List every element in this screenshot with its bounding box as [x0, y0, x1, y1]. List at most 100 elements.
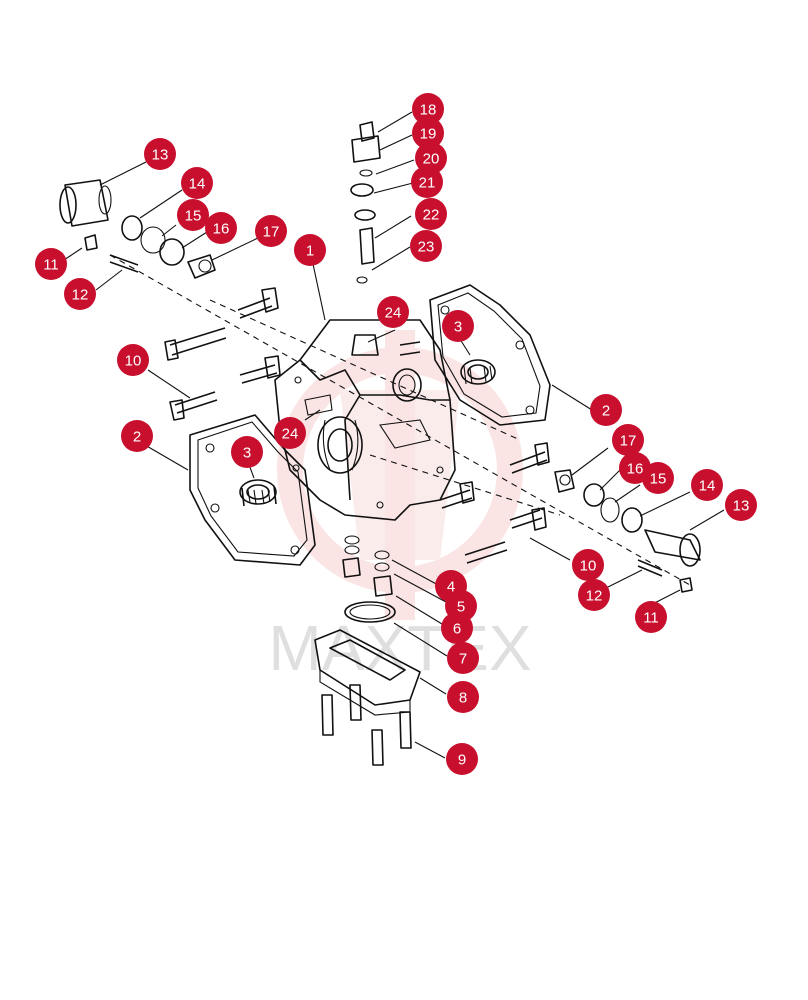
watermark-text: MAXTEX	[268, 612, 531, 684]
callout-number: 10	[125, 353, 142, 370]
callout-circle	[691, 469, 723, 501]
left-valve-assembly	[59, 179, 216, 279]
callout-circle	[725, 489, 757, 521]
callout-circle	[121, 420, 153, 452]
callout-17: 17	[612, 424, 644, 456]
callout-17: 17	[255, 215, 287, 247]
callout-24: 24	[377, 296, 409, 328]
callout-circle	[410, 230, 442, 262]
callout-circle	[446, 743, 478, 775]
callout-circle	[447, 642, 479, 674]
callout-circle	[377, 296, 409, 328]
callout-circle	[572, 549, 604, 581]
callout-10: 10	[572, 549, 604, 581]
callout-6: 6	[441, 612, 473, 644]
callout-number: 19	[420, 126, 437, 143]
callout-number: 5	[457, 599, 465, 616]
callout-number: 17	[263, 224, 280, 241]
callout-16: 16	[205, 212, 237, 244]
callout-3: 3	[231, 436, 263, 468]
callout-circle	[447, 681, 479, 713]
callout-number: 10	[580, 558, 597, 575]
callout-9: 9	[446, 743, 478, 775]
callout-circle	[412, 93, 444, 125]
callout-14: 14	[691, 469, 723, 501]
callout-19: 19	[412, 117, 444, 149]
callout-number: 14	[189, 176, 206, 193]
assembly-axes	[109, 254, 691, 586]
callout-bubbles: 1223345678910101111121213131414151516161…	[35, 93, 757, 775]
callout-number: 18	[420, 102, 437, 119]
callout-number: 11	[643, 610, 659, 627]
callout-number: 11	[43, 257, 59, 274]
callout-number: 22	[423, 207, 440, 224]
top-valve-stack	[350, 121, 381, 284]
bottom-plate-assembly	[314, 535, 421, 766]
callout-number: 2	[133, 429, 141, 446]
callout-number: 3	[243, 445, 251, 462]
callout-number: 24	[282, 426, 299, 443]
callout-circle	[619, 452, 651, 484]
callout-13: 13	[725, 489, 757, 521]
callout-circle	[415, 198, 447, 230]
callout-circle	[442, 310, 474, 342]
callout-number: 9	[458, 752, 466, 769]
callout-number: 15	[185, 208, 202, 225]
callout-11: 11	[635, 601, 667, 633]
callout-2: 2	[590, 394, 622, 426]
callout-18: 18	[412, 93, 444, 125]
callout-24: 24	[274, 417, 306, 449]
left-bushing	[239, 479, 277, 507]
callout-circle	[231, 436, 263, 468]
callout-circle	[578, 579, 610, 611]
right-valve-assembly	[554, 469, 701, 593]
callout-circle	[64, 278, 96, 310]
callout-number: 7	[459, 651, 467, 668]
callout-circle	[294, 234, 326, 266]
callout-circle	[412, 117, 444, 149]
callout-number: 16	[213, 221, 230, 238]
callout-circle	[177, 199, 209, 231]
callout-circle	[205, 212, 237, 244]
callout-number: 16	[627, 461, 644, 478]
callout-14: 14	[181, 167, 213, 199]
callout-number: 2	[602, 403, 610, 420]
callout-10: 10	[117, 344, 149, 376]
callout-13: 13	[144, 138, 176, 170]
callout-number: 12	[72, 287, 89, 304]
leader-lines	[63, 111, 725, 759]
callout-circle	[117, 344, 149, 376]
callout-11: 11	[35, 248, 67, 280]
callout-12: 12	[64, 278, 96, 310]
callout-number: 20	[423, 151, 440, 168]
callout-number: 13	[152, 147, 169, 164]
callout-circle	[274, 417, 306, 449]
callout-23: 23	[410, 230, 442, 262]
callout-15: 15	[177, 199, 209, 231]
callout-21: 21	[411, 166, 443, 198]
callout-circle	[411, 166, 443, 198]
callout-22: 22	[415, 198, 447, 230]
bolts-10	[164, 287, 550, 564]
callout-number: 6	[453, 621, 461, 638]
callout-number: 3	[454, 319, 462, 336]
callout-number: 23	[418, 239, 435, 256]
watermark-logo	[277, 330, 523, 620]
callout-circle	[255, 215, 287, 247]
right-gasket	[429, 284, 551, 426]
callout-number: 13	[733, 498, 750, 515]
callout-number: 17	[620, 433, 637, 450]
callout-circle	[144, 138, 176, 170]
callout-number: 1	[306, 243, 314, 260]
callout-7: 7	[447, 642, 479, 674]
callout-12: 12	[578, 579, 610, 611]
callout-number: 4	[447, 579, 455, 596]
right-bushing	[460, 359, 496, 385]
callout-3: 3	[442, 310, 474, 342]
callout-number: 12	[586, 588, 603, 605]
callout-8: 8	[447, 681, 479, 713]
left-gasket	[189, 414, 316, 566]
callout-1: 1	[294, 234, 326, 266]
callout-number: 21	[419, 175, 436, 192]
